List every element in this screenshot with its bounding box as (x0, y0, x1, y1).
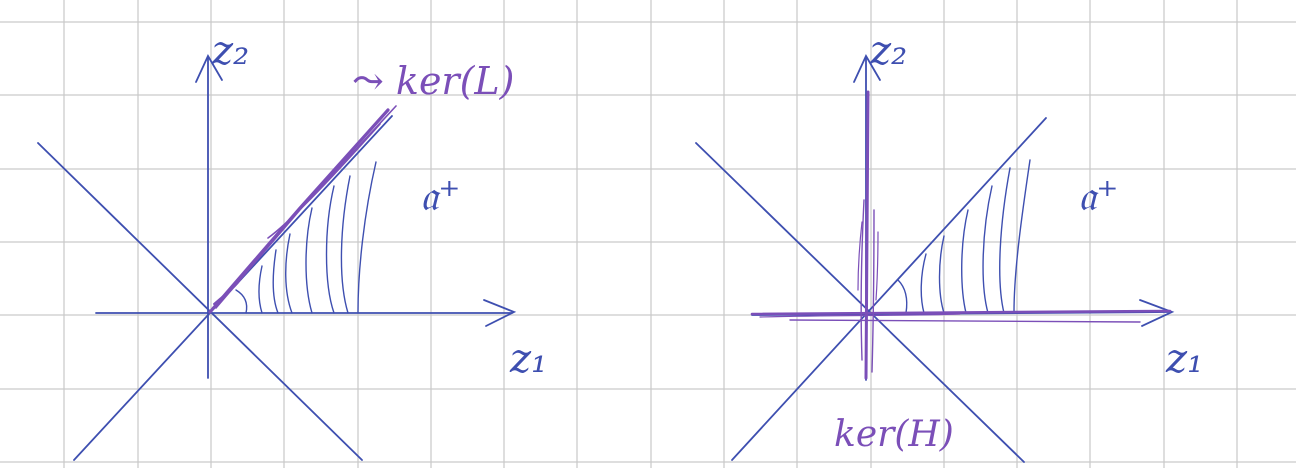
right-diagonal-ne-sw (731, 117, 1047, 461)
right-highlighted-kernel (750, 90, 1172, 380)
right-z1-arrowhead (1139, 299, 1175, 327)
right-chamber-label: 𝔞⁺ (1078, 171, 1118, 220)
right-z2-arrowhead (853, 54, 881, 83)
right-diagram (695, 54, 1175, 463)
right-z2-label: z₂ (869, 28, 907, 74)
left-z2-label: z₂ (211, 28, 249, 74)
left-z1-label: z₁ (509, 336, 547, 382)
right-chamber-hatching (897, 159, 1031, 314)
right-z1-label: z₁ (1165, 336, 1203, 382)
right-diagonal-nw-se (695, 142, 1025, 463)
left-z1-arrowhead (483, 299, 517, 327)
left-diagram (37, 54, 517, 461)
left-highlighted-wall (208, 105, 397, 314)
left-z2-arrowhead (195, 54, 223, 83)
left-diagonal-nw-se (37, 142, 363, 461)
left-chamber-label: 𝔞⁺ (420, 171, 460, 220)
left-wall-label: ⤳ ker(L) (352, 59, 514, 103)
left-chamber-hatching (235, 161, 377, 314)
right-kernel-label: ker(H) (834, 414, 954, 455)
